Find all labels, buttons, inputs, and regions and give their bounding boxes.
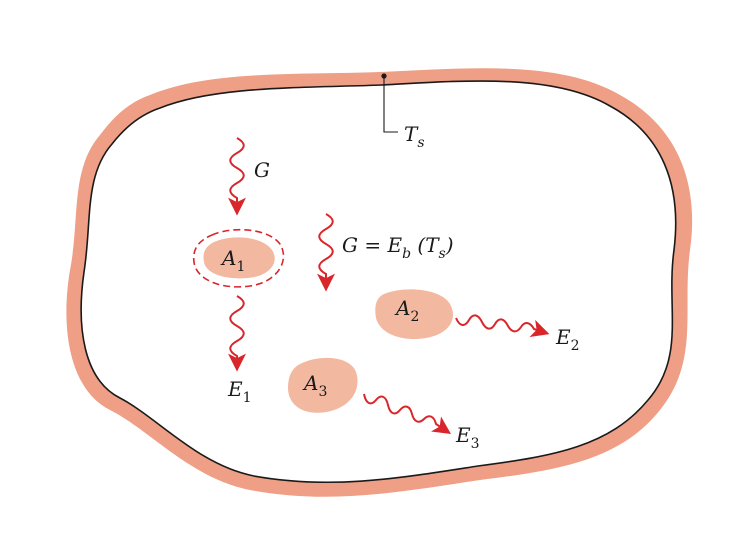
A2-label: A2 [394,296,419,325]
E1-label: E1 [227,377,252,406]
ts-label: Ts [404,122,425,151]
body-A2 [375,289,453,340]
body-A1 [203,237,275,279]
A3-label: A3 [302,371,327,400]
wavy-arrow-E2-icon [455,314,550,337]
body-A3 [288,357,358,413]
enclosure-inner-surface [80,80,677,484]
wavy-arrow-G-icon [228,137,246,216]
ts-leader-line [383,76,398,133]
wavy-arrow-Gblack-icon [317,213,335,292]
G-eq-label: G = Eb (Ts) [342,233,454,262]
control-surface-A1 [192,228,285,288]
A1-label: A1 [220,246,245,275]
G-label: G [254,158,270,182]
wavy-arrow-E3-icon [363,393,451,434]
wavy-arrow-E1-icon [228,295,246,372]
E3-label: E3 [455,423,480,452]
E2-label: E2 [555,325,580,354]
